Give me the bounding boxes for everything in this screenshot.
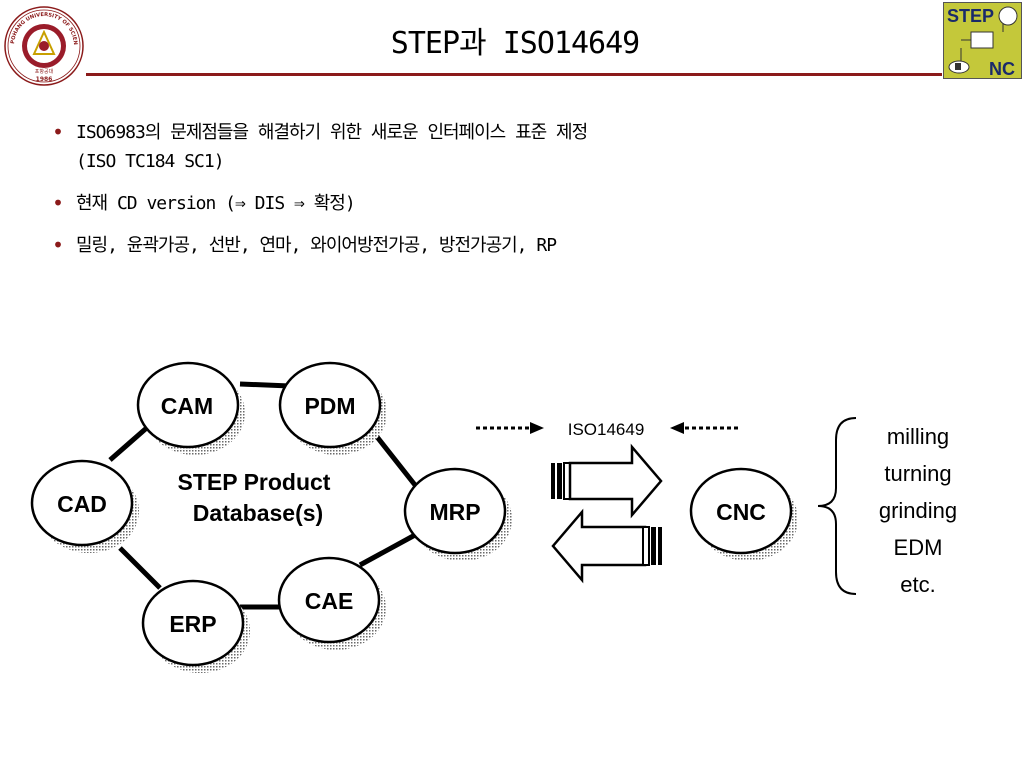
node-erp: ERP (141, 579, 250, 673)
block-arrow-left-icon (551, 508, 662, 584)
arrow-right-icon (530, 422, 544, 434)
bullet-list: • ISO6983의 문제점들을 해결하기 위한 새로운 인터페이스 표준 제정… (52, 118, 588, 273)
seal-korean-text: 포항공대 (35, 68, 54, 75)
node-label-pdm: PDM (304, 393, 355, 419)
node-label-cae: CAE (305, 588, 354, 614)
process-item: EDM (893, 535, 943, 560)
node-label-cam: CAM (161, 393, 213, 419)
bullet-item: • ISO6983의 문제점들을 해결하기 위한 새로운 인터페이스 표준 제정… (52, 118, 588, 176)
node-mrp: MRP (403, 467, 512, 561)
process-item: etc. (900, 572, 936, 597)
bullet-icon: • (52, 191, 64, 215)
block-arrow-right-icon (551, 443, 663, 519)
university-seal-icon: POHANG UNIVERSITY OF SCIENCE AND TECHNOL… (4, 6, 84, 86)
step-nc-logo-icon: STEP NC (943, 2, 1022, 79)
bullet-item: • 현재 CD version (⇒ DIS ⇒ 확정) (52, 189, 587, 218)
interface-label: ISO14649 (568, 420, 645, 439)
node-cam: CAM (136, 361, 245, 455)
bullet-text: 현재 CD version (⇒ DIS ⇒ 확정) (76, 193, 356, 214)
node-label-cad: CAD (57, 491, 107, 517)
node-cad: CAD (30, 459, 139, 553)
node-label-cnc: CNC (716, 499, 766, 525)
process-list: milling turning grinding EDM etc. (868, 418, 968, 603)
logo-nc-text: NC (989, 59, 1015, 79)
curly-brace-icon (817, 417, 857, 595)
node-label-erp: ERP (169, 611, 216, 637)
bullet-item: • 밀링, 윤곽가공, 선반, 연마, 와이어방전가공, 방전가공기, RP (52, 231, 587, 260)
process-item: turning (884, 461, 952, 486)
center-label-line1: STEP Product (178, 469, 331, 495)
page-title: STEP과 ISO14649 (390, 26, 640, 61)
bullet-text: 밀링, 윤곽가공, 선반, 연마, 와이어방전가공, 방전가공기, RP (76, 235, 557, 256)
arrow-left-icon (670, 422, 684, 434)
process-item: grinding (878, 498, 958, 523)
node-cnc: CNC (689, 467, 798, 561)
bullet-text: ISO6983의 문제점들을 해결하기 위한 새로운 인터페이스 표준 제정 (76, 122, 588, 143)
bullet-icon: • (52, 120, 64, 144)
process-item: milling (886, 424, 950, 449)
connection-lines (108, 381, 417, 610)
node-label-mrp: MRP (429, 499, 480, 525)
node-cae: CAE (277, 556, 386, 650)
bullet-icon: • (52, 233, 64, 257)
center-label-line2: Database(s) (193, 500, 323, 526)
bullet-subtext: (ISO TC184 SC1) (76, 151, 225, 172)
interface-arrows: ISO14649 (476, 420, 738, 439)
node-pdm: PDM (278, 361, 387, 455)
seal-year: 1986 (36, 76, 53, 83)
title-divider (86, 73, 942, 76)
logo-step-text: STEP (947, 6, 994, 26)
